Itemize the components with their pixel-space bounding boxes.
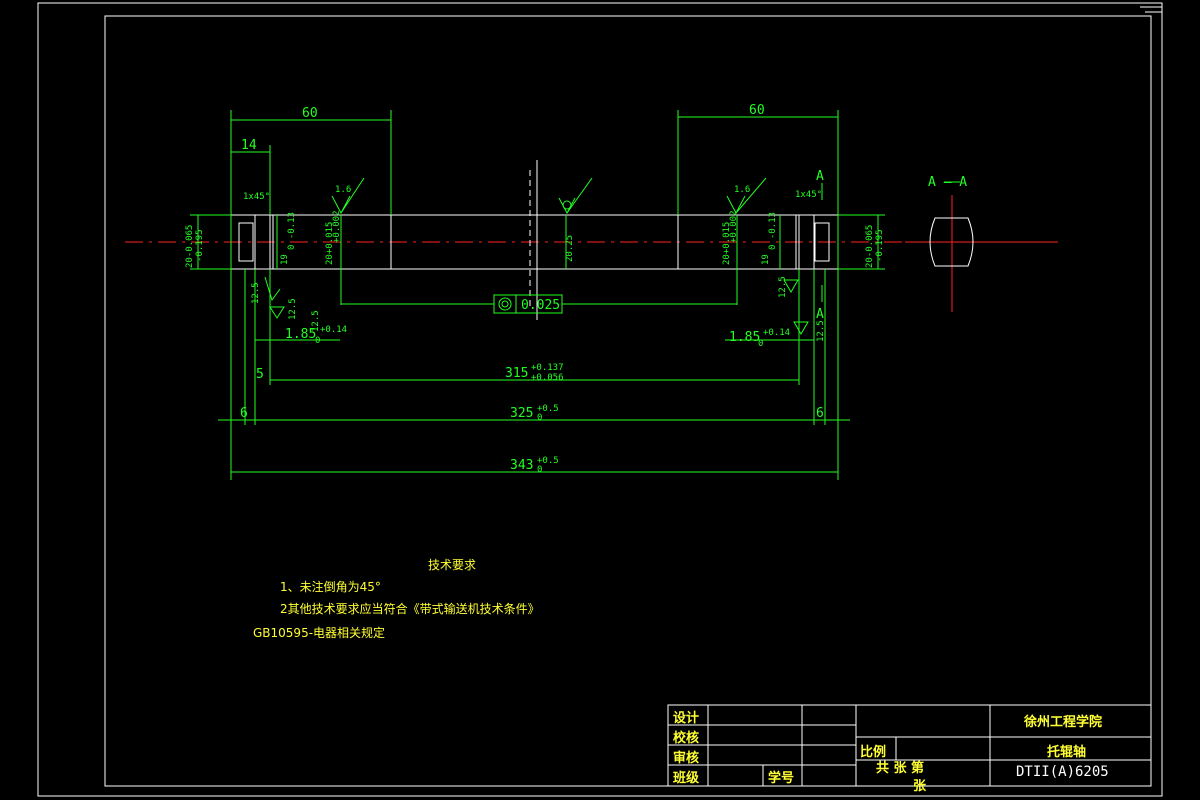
title-block-grid [667,704,1152,787]
len-343-zero: 0 [537,465,542,475]
len-6-right: 6 [816,406,824,421]
roughness-12-5-c: 12.5 [311,310,321,332]
roughness-12-5-a: 12.5 [251,282,261,304]
chamfer-left: 1x45° [243,192,270,202]
roughness-symbol [793,321,809,335]
groove-left: 1.85 [285,327,316,342]
part-name: 托辊轴 [1047,745,1087,760]
dia-end-right-tol: -0.195 [875,229,885,262]
dia-groove-left-tol: 0 -0.13 [287,212,297,250]
roughness-12-5-d: 12.5 [778,276,788,298]
len-343: 343 [510,458,533,473]
outer-frame [37,2,1163,797]
roughness-symbol [783,279,799,293]
roughness-symbol-left [331,177,365,215]
dia-center: 20.25 [565,235,575,262]
label-check: 校核 [673,731,700,746]
len-343-tol: +0.5 [537,456,559,466]
label-scale: 比例 [860,745,887,760]
coaxiality-symbol-inner [501,300,509,308]
dia-groove-left: 19 [280,254,290,265]
label-total-sheets: 共 张 第 [876,761,925,776]
dia-groove-right: 19 [761,254,771,265]
dim-60-left: 60 [302,106,318,121]
tech-requirement-3: GB10595-电器相关规定 [253,626,386,640]
dim-60-right: 60 [749,103,765,118]
groove-right-zero: 0 [758,339,763,349]
label-sheet-word: 张 [913,779,927,794]
section-label-a-bottom: A [816,307,824,322]
inner-frame [104,15,1152,787]
len-315-tol-up: +0.137 [531,363,564,373]
tech-requirements-title: 技术要求 [428,558,477,572]
coaxiality-frame [493,294,563,314]
label-class: 班级 [673,771,700,786]
dia-bearing-left-tol: +0.002 [332,210,342,243]
len-5: 5 [256,367,264,382]
roughness-12-5-b: 12.5 [288,298,298,320]
dia-end-right: 20-0.065 [865,225,875,268]
roughness-12-5-e: 12.5 [816,320,826,342]
flat-slot-left [238,222,254,262]
roughness-symbol [264,276,281,302]
tech-requirement-2: 2其他技术要求应当符合《带式输送机技术条件》 [280,602,540,616]
tech-requirement-1: 1、未注倒角为45° [280,580,381,594]
len-315-tol-lo: +0.056 [531,373,564,383]
len-6-left: 6 [240,406,248,421]
groove-right-tol: +0.14 [763,328,790,338]
roughness-1-6-left: 1.6 [335,185,351,195]
len-325: 325 [510,406,533,421]
shaft-outline [230,160,974,320]
section-a-a-shape [929,217,974,267]
len-325-tol: +0.5 [537,404,559,414]
dia-end-left: 20-0.065 [185,225,195,268]
chamfer-right: 1x45° [795,190,822,200]
roughness-symbol [269,306,285,319]
flat-slot-right [814,222,830,262]
drawing-number: DTII(A)6205 [1016,764,1109,780]
dia-bearing-right: 20+0.015 [722,222,732,265]
dia-bearing-right-tol: +0.002 [729,210,739,243]
roughness-1-6-right: 1.6 [734,185,750,195]
groove-right: 1.85 [729,330,760,345]
dia-groove-right-tol: 0 -0.13 [768,212,778,250]
groove-left-zero: 0 [315,336,320,346]
roughness-symbol-center [558,177,593,215]
roughness-symbol-circle [562,200,572,210]
label-review: 审核 [673,751,700,766]
section-title: A — A [928,175,967,190]
dia-bearing-left: 20+0.015 [325,222,335,265]
school-name: 徐州工程学院 [1024,715,1103,730]
section-label-a-top: A [816,169,824,184]
coaxiality-symbol-outer [498,297,512,311]
dia-end-left-tol: -0.195 [195,229,205,262]
dimension-lines [190,110,960,480]
len-315: 315 [505,366,528,381]
len-325-zero: 0 [537,413,542,423]
label-student-no: 学号 [768,771,795,786]
coaxiality-value: 0.025 [521,298,560,313]
label-design: 设计 [673,711,700,726]
roughness-symbols [264,177,809,335]
dim-14: 14 [241,138,257,153]
groove-left-tol: +0.14 [320,325,347,335]
roughness-symbol-right [726,177,767,215]
